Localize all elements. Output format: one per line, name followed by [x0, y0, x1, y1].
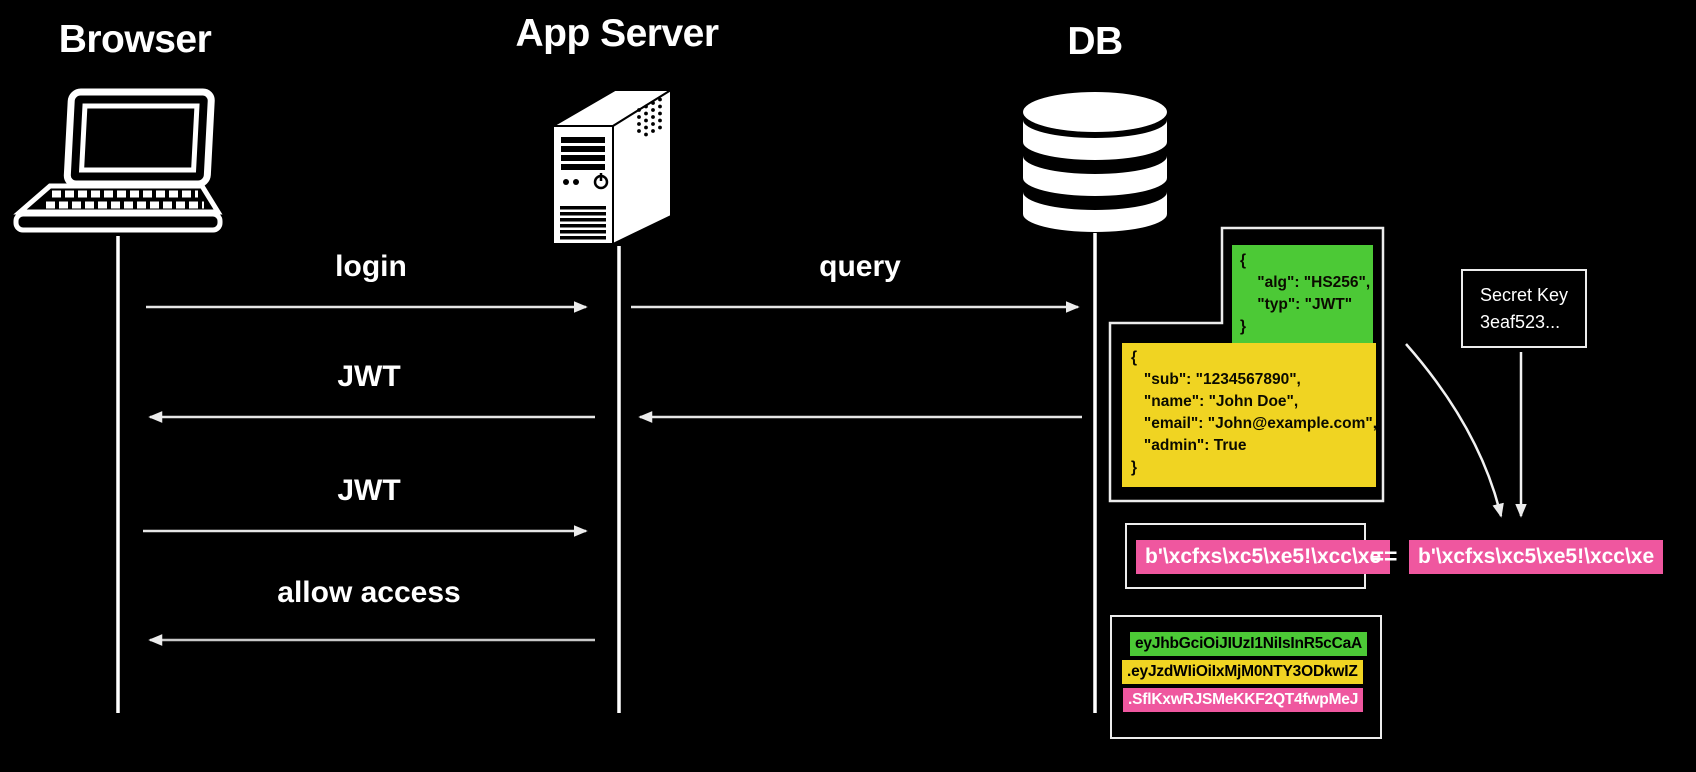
signature-left-box: b'\xcfxs\xc5\xe5!\xcc\xe: [1136, 540, 1391, 574]
allow-access-label: allow access: [277, 576, 461, 609]
secret-key-box: Secret Key 3eaf523...: [1461, 269, 1587, 348]
jwt-response-label: JWT: [337, 360, 401, 393]
signature-right-box: b'\xcfxs\xc5\xe5!\xcc\xe: [1409, 540, 1664, 574]
query-label: query: [819, 250, 901, 283]
db-title: DB: [1067, 20, 1123, 63]
laptop-icon: [13, 88, 223, 233]
jwt-header-box: { "alg": "HS256", "typ": "JWT" }: [1232, 245, 1373, 345]
equals-operator: ==: [1370, 543, 1398, 569]
jwt-request-label: JWT: [337, 474, 401, 507]
jwt-token-payload: .eyJzdWIiOiIxMjM0NTY3ODkwIZ: [1122, 660, 1363, 684]
app-server-title: App Server: [515, 12, 719, 55]
jwt-payload-box: { "sub": "1234567890", "name": "John Doe…: [1122, 343, 1377, 487]
jwt-token-signature: .SflKxwRJSMeKKF2QT4fwpMeJ: [1123, 688, 1364, 712]
database-icon: [1023, 92, 1167, 232]
server-tower-icon: [551, 88, 673, 246]
jwt-decoded-outline: [1108, 226, 1385, 503]
jwt-token-outline: [1110, 615, 1382, 739]
hash-curved-arrow: [1405, 343, 1504, 518]
jwt-token-header: eyJhbGciOiJIUzI1NiIsInR5cCaA: [1130, 632, 1367, 656]
browser-title: Browser: [58, 18, 212, 61]
login-label: login: [335, 250, 407, 283]
